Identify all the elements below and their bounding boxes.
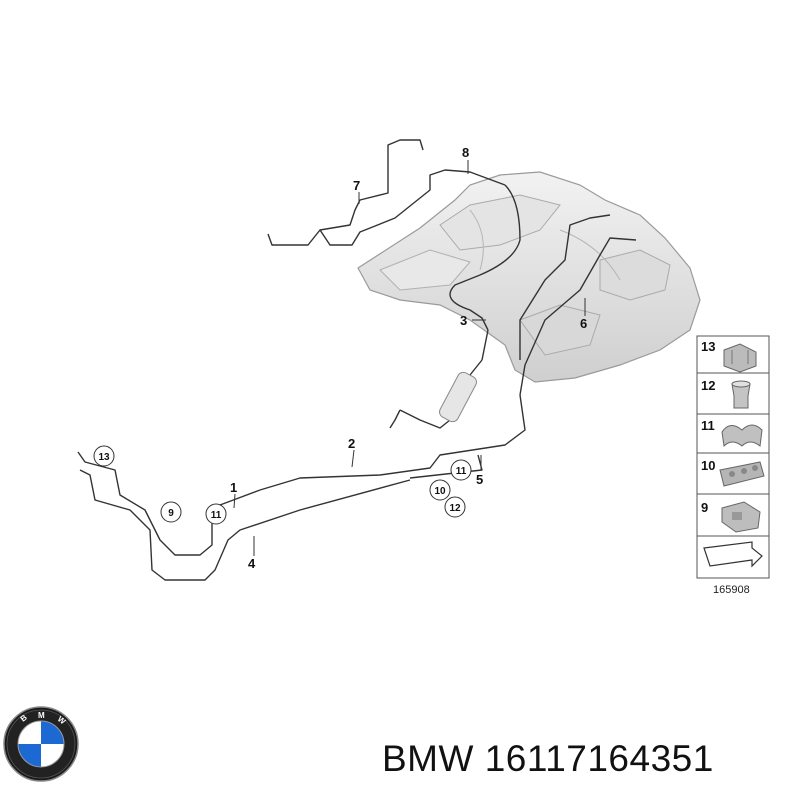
svg-text:11: 11 bbox=[211, 510, 222, 521]
svg-text:12: 12 bbox=[449, 503, 461, 514]
grommet-icon bbox=[731, 383, 751, 409]
legend-arrow bbox=[703, 541, 763, 568]
circled-callout-11-right: 11 bbox=[450, 459, 472, 481]
circled-callout-12: 12 bbox=[444, 496, 466, 518]
svg-text:11: 11 bbox=[456, 466, 467, 477]
svg-text:12: 12 bbox=[701, 378, 715, 393]
callout-8: 8 bbox=[462, 145, 469, 160]
legend-row-12: 12 bbox=[701, 378, 751, 409]
clamp-icon bbox=[721, 424, 763, 448]
svg-text:M: M bbox=[38, 711, 45, 720]
bmw-logo: B M W bbox=[3, 706, 79, 782]
fuel-filter bbox=[439, 371, 477, 423]
callout-7: 7 bbox=[353, 178, 360, 193]
svg-text:11: 11 bbox=[701, 418, 715, 433]
svg-text:10: 10 bbox=[434, 486, 446, 497]
callout-3: 3 bbox=[460, 313, 467, 328]
legend-row-11: 11 bbox=[701, 418, 763, 448]
arrow-icon bbox=[703, 541, 763, 568]
svg-text:9: 9 bbox=[168, 508, 174, 519]
drawing-number: 165908 bbox=[713, 584, 750, 596]
circled-callouts: 13 9 11 11 10 12 bbox=[93, 445, 472, 525]
circled-callout-9: 9 bbox=[160, 501, 182, 523]
parts-legend: 13 12 11 10 9 bbox=[696, 335, 770, 579]
svg-text:9: 9 bbox=[701, 500, 708, 515]
callouts: 1 2 3 4 5 6 7 8 bbox=[230, 145, 587, 571]
svg-text:W: W bbox=[56, 714, 68, 726]
svg-text:10: 10 bbox=[701, 458, 715, 473]
legend-row-10: 10 bbox=[701, 458, 765, 487]
legend-row-9: 9 bbox=[701, 500, 761, 533]
callout-2: 2 bbox=[348, 436, 355, 451]
circled-callout-11-left: 11 bbox=[205, 503, 227, 525]
callout-4: 4 bbox=[248, 556, 256, 571]
circled-callout-10: 10 bbox=[429, 479, 451, 501]
callout-5: 5 bbox=[476, 472, 483, 487]
part-number-caption: BMW 16117164351 bbox=[382, 738, 714, 779]
svg-text:B: B bbox=[19, 713, 29, 724]
callout-6: 6 bbox=[580, 316, 587, 331]
svg-text:13: 13 bbox=[701, 339, 715, 354]
svg-text:13: 13 bbox=[98, 452, 110, 463]
legend-row-13: 13 bbox=[701, 339, 757, 373]
fuel-tank-illustration bbox=[357, 171, 701, 383]
circled-callout-13: 13 bbox=[93, 445, 115, 467]
callout-1: 1 bbox=[230, 480, 237, 495]
